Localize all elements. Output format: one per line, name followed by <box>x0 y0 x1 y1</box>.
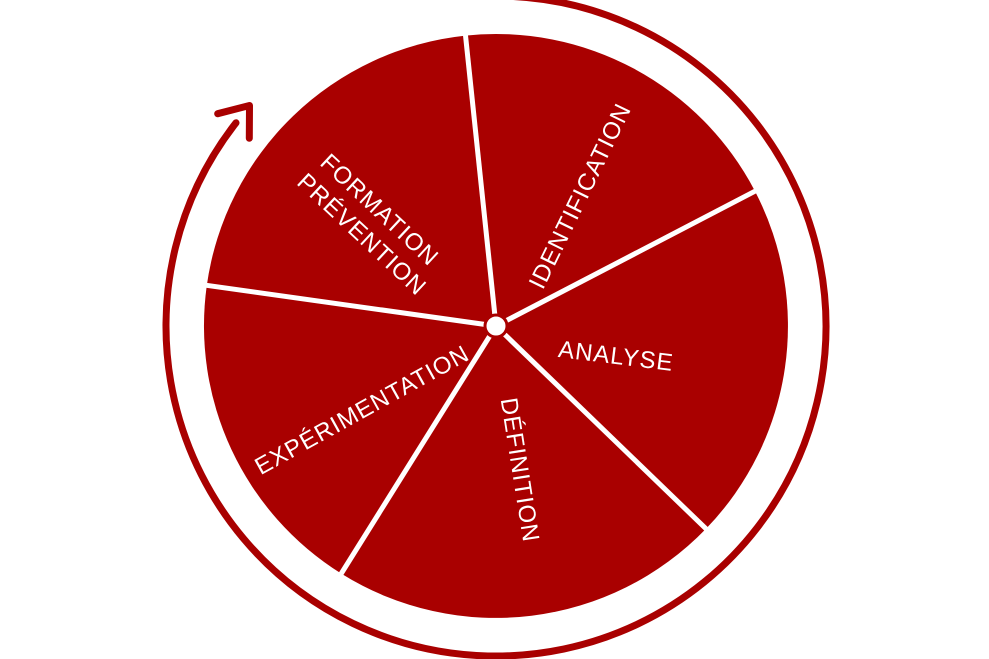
segment-divider <box>462 31 499 327</box>
segment-divider <box>336 324 499 579</box>
segment-identification <box>465 34 755 327</box>
segment-formation-prevention <box>206 35 497 326</box>
segment-divider <box>202 282 497 329</box>
segment-definition <box>341 326 706 618</box>
segment-dividers <box>202 31 760 579</box>
wheel-hub <box>483 313 509 339</box>
cycle-arrow <box>162 0 830 659</box>
segment-divider <box>494 324 711 534</box>
cycle-arrowhead-icon <box>214 102 253 142</box>
segment-divider <box>494 187 760 329</box>
segment-analyse <box>496 191 788 529</box>
segment-experimentation <box>203 285 496 574</box>
cycle-wheel <box>203 34 788 618</box>
cycle-arrow-arc <box>162 0 830 659</box>
